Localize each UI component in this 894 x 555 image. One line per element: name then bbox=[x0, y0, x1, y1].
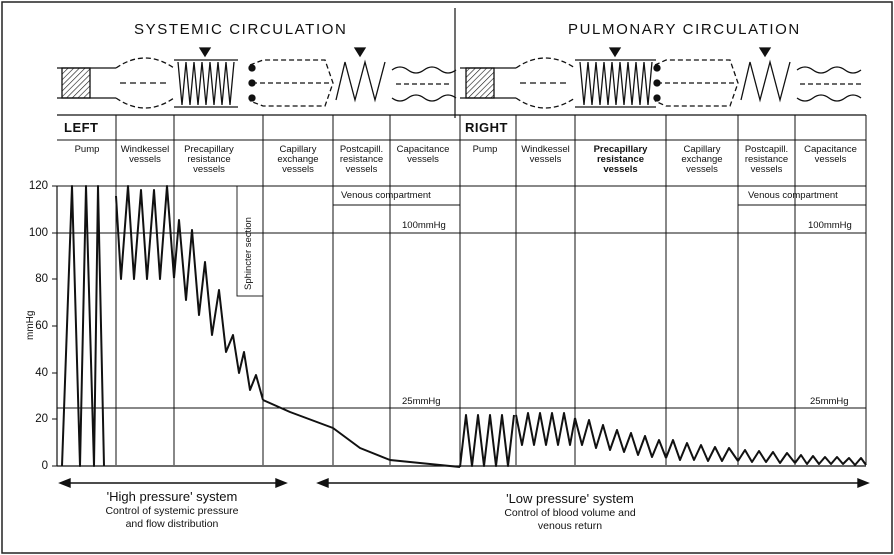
sphincter-label: Sphincter section bbox=[243, 217, 254, 290]
y-tick-label: 40 bbox=[35, 367, 48, 379]
schematic-systemic bbox=[57, 47, 457, 109]
segment-label: Pump bbox=[472, 144, 498, 155]
label-100mmhg: 100mmHg bbox=[808, 220, 852, 231]
segment-label: Pump bbox=[74, 144, 100, 155]
system-arrows bbox=[58, 477, 870, 489]
y-ticks bbox=[52, 185, 57, 467]
sphincter-box bbox=[236, 185, 264, 297]
pressure-trace bbox=[61, 185, 867, 468]
high-pressure-system-sub: Control of systemic pressure bbox=[105, 505, 239, 517]
label-100mmhg: 100mmHg bbox=[402, 220, 446, 231]
y-tick-label: 100 bbox=[28, 227, 48, 239]
y-tick-label: 0 bbox=[41, 460, 48, 472]
label-25mmhg: 25mmHg bbox=[402, 396, 441, 407]
y-tick-label: 20 bbox=[35, 413, 48, 425]
low-pressure-system-title: 'Low pressure' system bbox=[506, 491, 634, 506]
section-separators bbox=[115, 115, 867, 465]
venous-compartment-label: Venous compartment bbox=[341, 190, 431, 201]
y-tick-label: 80 bbox=[35, 273, 48, 285]
low-pressure-system-sub: Control of blood volume and bbox=[504, 507, 636, 519]
venous-brackets bbox=[333, 185, 866, 206]
schematic-pulmonary bbox=[460, 47, 862, 109]
y-tick-label: 120 bbox=[28, 180, 48, 192]
y-tick-label: 60 bbox=[35, 320, 48, 332]
low-pressure-system-sub: venous return bbox=[537, 520, 603, 532]
label-25mmhg: 25mmHg bbox=[810, 396, 849, 407]
high-pressure-system-sub: and flow distribution bbox=[125, 518, 219, 530]
right-side-label: RIGHT bbox=[465, 120, 508, 135]
systemic-title: SYSTEMIC CIRCULATION bbox=[134, 21, 348, 38]
left-side-label: LEFT bbox=[64, 120, 99, 135]
venous-compartment-label: Venous compartment bbox=[748, 190, 838, 201]
pulmonary-title: PULMONARY CIRCULATION bbox=[568, 21, 801, 38]
high-pressure-system-title: 'High pressure' system bbox=[106, 489, 238, 504]
